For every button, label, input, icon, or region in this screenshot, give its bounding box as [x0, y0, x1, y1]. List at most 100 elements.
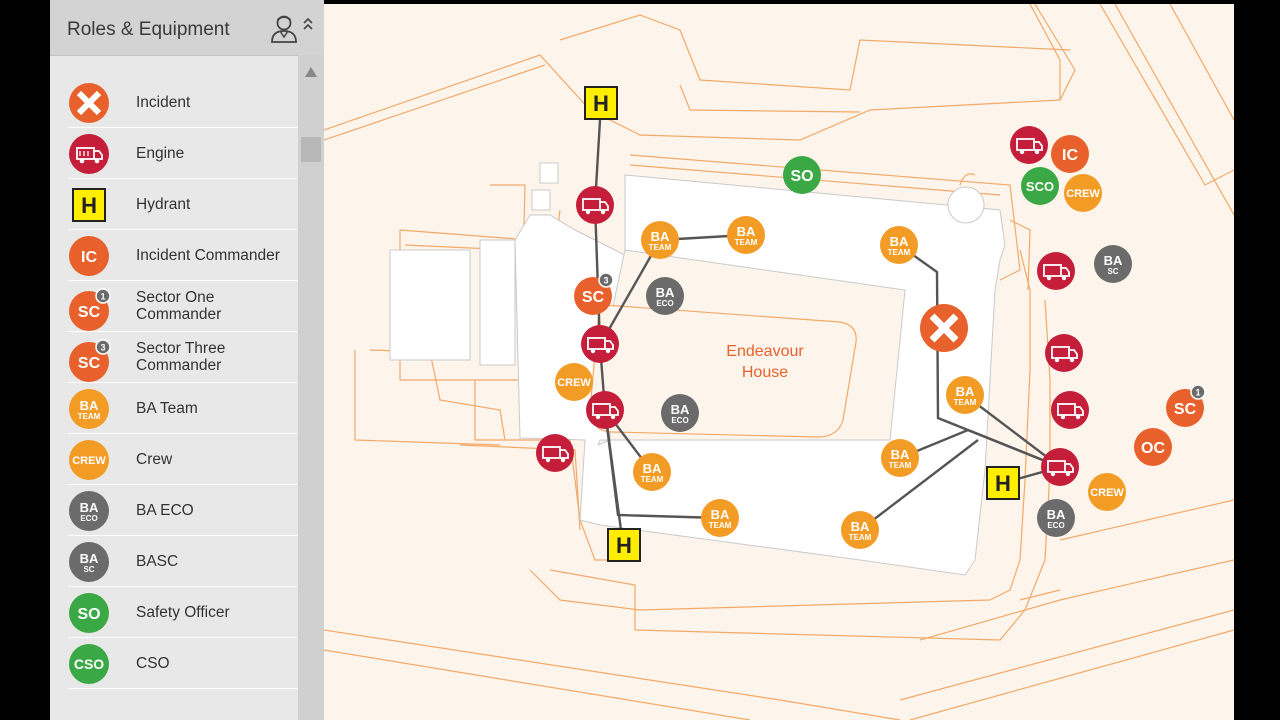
- svg-text:ECO: ECO: [656, 299, 673, 308]
- svg-text:TEAM: TEAM: [649, 243, 672, 252]
- svg-text:1: 1: [1195, 388, 1200, 398]
- legend-item-ba-team[interactable]: BA TEAM BA Team: [68, 383, 297, 434]
- legend-item-hydrant[interactable]: H Hydrant: [68, 179, 297, 230]
- collapse-chevron-icon[interactable]: [302, 16, 314, 34]
- svg-text:SC: SC: [1174, 401, 1197, 418]
- ba-eco-icon: BA ECO: [69, 491, 109, 531]
- map-engine[interactable]: [581, 325, 619, 363]
- panel-title: Roles & Equipment: [67, 19, 230, 40]
- svg-text:SO: SO: [790, 168, 813, 185]
- map-engine[interactable]: [586, 391, 624, 429]
- legend-item-incident-commander[interactable]: IC Incident Commander: [68, 230, 297, 281]
- svg-text:BA: BA: [656, 285, 675, 300]
- ba-team-icon: BA TEAM: [69, 389, 109, 429]
- scroll-thumb[interactable]: [301, 137, 321, 162]
- map-engine[interactable]: [1037, 252, 1075, 290]
- svg-text:BA: BA: [711, 507, 730, 522]
- incident-map[interactable]: Endeavour House H H H: [324, 4, 1234, 720]
- svg-text:H: H: [81, 193, 97, 218]
- map-engine[interactable]: [1041, 448, 1079, 486]
- map-engine[interactable]: [536, 434, 574, 472]
- map-hydrant-top[interactable]: H: [584, 86, 618, 120]
- svg-text:CSO: CSO: [74, 656, 104, 672]
- map-engine[interactable]: [576, 186, 614, 224]
- scroll-up-arrow-icon[interactable]: [304, 66, 318, 78]
- map-crew[interactable]: CREW: [1064, 174, 1102, 212]
- svg-text:ECO: ECO: [671, 416, 688, 425]
- map-incident[interactable]: [920, 304, 968, 352]
- crew-icon: CREW: [69, 440, 109, 480]
- svg-text:TEAM: TEAM: [849, 533, 872, 542]
- map-incident-commander[interactable]: IC: [1051, 135, 1089, 173]
- map-engine[interactable]: [1010, 126, 1048, 164]
- svg-text:BA: BA: [651, 229, 670, 244]
- building-label-line2: House: [742, 364, 788, 381]
- map-hydrant-bottom[interactable]: H: [607, 528, 641, 562]
- legend-item-basc[interactable]: BA SC BASC: [68, 536, 297, 587]
- svg-text:BA: BA: [80, 500, 99, 515]
- map-operations-commander[interactable]: OC: [1134, 428, 1172, 466]
- person-icon[interactable]: [270, 13, 298, 43]
- svg-text:TEAM: TEAM: [889, 461, 912, 470]
- svg-text:TEAM: TEAM: [888, 248, 911, 257]
- map-canvas: Endeavour House H H H: [324, 4, 1234, 720]
- building-label-line1: Endeavour: [726, 343, 804, 360]
- svg-text:BA: BA: [737, 224, 756, 239]
- svg-text:SC: SC: [1107, 267, 1118, 276]
- svg-text:TEAM: TEAM: [735, 238, 758, 247]
- legend-scrollbar[interactable]: [298, 55, 324, 720]
- svg-text:CREW: CREW: [72, 455, 106, 467]
- map-crew[interactable]: CREW: [1088, 473, 1126, 511]
- map-basc[interactable]: BASC: [1094, 245, 1132, 283]
- map-sco[interactable]: SCO: [1021, 167, 1059, 205]
- svg-text:IC: IC: [81, 249, 97, 266]
- svg-text:H: H: [616, 533, 632, 558]
- map-engine[interactable]: [1045, 334, 1083, 372]
- legend-item-engine[interactable]: Engine: [68, 128, 297, 179]
- legend-item-sector-three-commander[interactable]: SC 3 Sector Three Commander: [68, 332, 297, 383]
- svg-text:BA: BA: [643, 461, 662, 476]
- legend-item-incident[interactable]: Incident: [68, 77, 297, 128]
- incident-icon: [69, 83, 109, 123]
- map-sector-three-commander[interactable]: SC3: [574, 272, 614, 315]
- svg-text:BA: BA: [80, 398, 99, 413]
- svg-text:BA: BA: [956, 384, 975, 399]
- map-sector-one-commander[interactable]: SC 1: [1166, 384, 1206, 427]
- inner-courtyard: [589, 303, 857, 438]
- legend-item-cso[interactable]: CSO CSO: [68, 638, 297, 689]
- legend-item-crew[interactable]: CREW Crew: [68, 434, 297, 485]
- legend-item-sector-one-commander[interactable]: SC 1 Sector One Commander: [68, 281, 297, 332]
- svg-text:BA: BA: [1047, 507, 1066, 522]
- svg-text:OC: OC: [1141, 440, 1165, 457]
- map-safety-officer[interactable]: SO: [783, 156, 821, 194]
- legend-item-safety-officer[interactable]: SO Safety Officer: [68, 587, 297, 638]
- svg-text:BA: BA: [890, 234, 909, 249]
- map-hydrant-right[interactable]: H: [986, 466, 1020, 500]
- svg-text:CREW: CREW: [557, 377, 591, 389]
- map-engine[interactable]: [1051, 391, 1089, 429]
- incident-commander-icon: IC: [69, 236, 109, 276]
- svg-text:3: 3: [603, 276, 608, 286]
- map-crew[interactable]: CREW: [555, 363, 593, 401]
- legend-item-ba-eco[interactable]: BA ECO BA ECO: [68, 485, 297, 536]
- basc-icon: BA SC: [69, 542, 109, 582]
- safety-officer-icon: SO: [69, 593, 109, 633]
- sector-three-commander-icon: SC 3: [69, 339, 111, 382]
- svg-text:SO: SO: [77, 606, 100, 623]
- svg-text:BA: BA: [80, 551, 99, 566]
- hydrant-icon: H: [72, 188, 106, 222]
- svg-text:H: H: [995, 471, 1011, 496]
- panel-header: Roles & Equipment: [50, 0, 324, 56]
- roles-equipment-panel: Roles & Equipment Incident: [50, 0, 324, 720]
